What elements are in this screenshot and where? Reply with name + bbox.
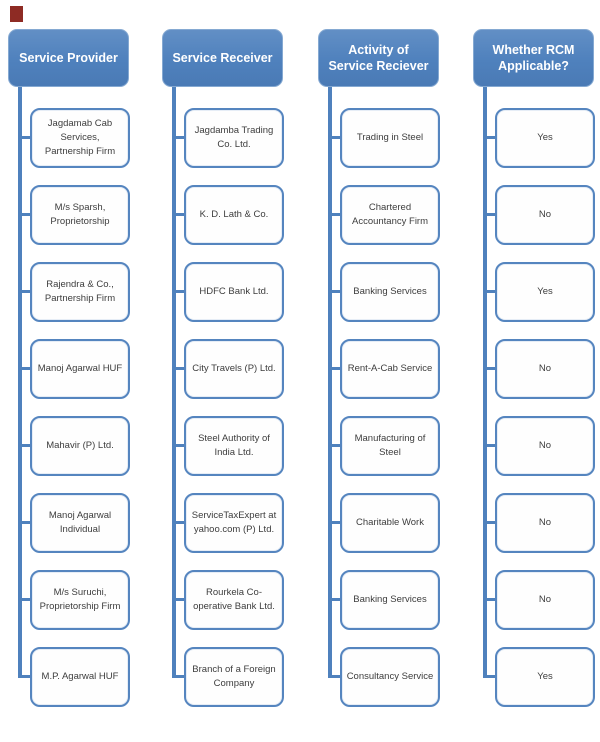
item-box: M/s Suruchi, Proprietorship Firm <box>30 570 130 630</box>
connector-trunk <box>483 87 487 677</box>
column-header-service-provider: Service Provider <box>8 29 129 87</box>
connector-stub <box>328 521 341 524</box>
connector-stub <box>18 598 31 601</box>
item-box: Trading in Steel <box>340 108 440 168</box>
connector-stub <box>172 367 185 370</box>
item-box: Jagdamba Trading Co. Ltd. <box>184 108 284 168</box>
connector-stub <box>172 521 185 524</box>
item-box: No <box>495 339 595 399</box>
item-box: Steel Authority of India Ltd. <box>184 416 284 476</box>
connector-stub <box>328 675 341 678</box>
item-box: Rourkela Co-operative Bank Ltd. <box>184 570 284 630</box>
connector-stub <box>172 290 185 293</box>
connector-stub <box>18 290 31 293</box>
connector-stub <box>483 521 496 524</box>
item-box: Jagdamab Cab Services, Partnership Firm <box>30 108 130 168</box>
connector-stub <box>172 675 185 678</box>
connector-stub <box>328 598 341 601</box>
item-box: City Travels (P) Ltd. <box>184 339 284 399</box>
column-service-provider: Service Provider Jagdamab Cab Services, … <box>8 0 158 742</box>
item-box: No <box>495 185 595 245</box>
item-box: No <box>495 416 595 476</box>
item-box: Manoj Agarwal Individual <box>30 493 130 553</box>
connector-stub <box>18 675 31 678</box>
connector-stub <box>172 444 185 447</box>
item-box: M.P. Agarwal HUF <box>30 647 130 707</box>
connector-stub <box>18 213 31 216</box>
connector-trunk <box>172 87 176 677</box>
connector-stub <box>172 213 185 216</box>
item-box: Yes <box>495 262 595 322</box>
connector-stub <box>483 598 496 601</box>
column-header-service-receiver: Service Receiver <box>162 29 283 87</box>
connector-stub <box>172 598 185 601</box>
item-box: Rajendra & Co., Partnership Firm <box>30 262 130 322</box>
item-box: Manufacturing of Steel <box>340 416 440 476</box>
item-box: Banking Services <box>340 262 440 322</box>
connector-stub <box>328 290 341 293</box>
column-rcm-applicable: Whether RCM Applicable? Yes No Yes No No… <box>473 0 600 742</box>
column-header-rcm-applicable: Whether RCM Applicable? <box>473 29 594 87</box>
item-box: No <box>495 493 595 553</box>
connector-trunk <box>18 87 22 677</box>
item-box: Yes <box>495 647 595 707</box>
item-box: Consultancy Service <box>340 647 440 707</box>
connector-stub <box>172 136 185 139</box>
item-box: Charitable Work <box>340 493 440 553</box>
item-box: Mahavir (P) Ltd. <box>30 416 130 476</box>
item-box: Chartered Accountancy Firm <box>340 185 440 245</box>
column-header-activity: Activity of Service Reciever <box>318 29 439 87</box>
item-box: Branch of a Foreign Company <box>184 647 284 707</box>
red-marker-artifact <box>10 6 23 22</box>
connector-stub <box>328 444 341 447</box>
connector-stub <box>328 136 341 139</box>
connector-trunk <box>328 87 332 677</box>
column-activity: Activity of Service Reciever Trading in … <box>318 0 468 742</box>
item-box: Banking Services <box>340 570 440 630</box>
connector-stub <box>328 367 341 370</box>
item-box: No <box>495 570 595 630</box>
column-service-receiver: Service Receiver Jagdamba Trading Co. Lt… <box>162 0 312 742</box>
connector-stub <box>483 367 496 370</box>
connector-stub <box>483 290 496 293</box>
connector-stub <box>483 444 496 447</box>
item-box: Rent-A-Cab Service <box>340 339 440 399</box>
connector-stub <box>18 367 31 370</box>
connector-stub <box>18 521 31 524</box>
connector-stub <box>483 136 496 139</box>
item-box: HDFC Bank Ltd. <box>184 262 284 322</box>
item-box: K. D. Lath & Co. <box>184 185 284 245</box>
item-box: M/s Sparsh, Proprietorship <box>30 185 130 245</box>
item-box: ServiceTaxExpert at yahoo.com (P) Ltd. <box>184 493 284 553</box>
connector-stub <box>328 213 341 216</box>
connector-stub <box>18 136 31 139</box>
connector-stub <box>483 675 496 678</box>
item-box: Yes <box>495 108 595 168</box>
connector-stub <box>483 213 496 216</box>
connector-stub <box>18 444 31 447</box>
item-box: Manoj Agarwal HUF <box>30 339 130 399</box>
